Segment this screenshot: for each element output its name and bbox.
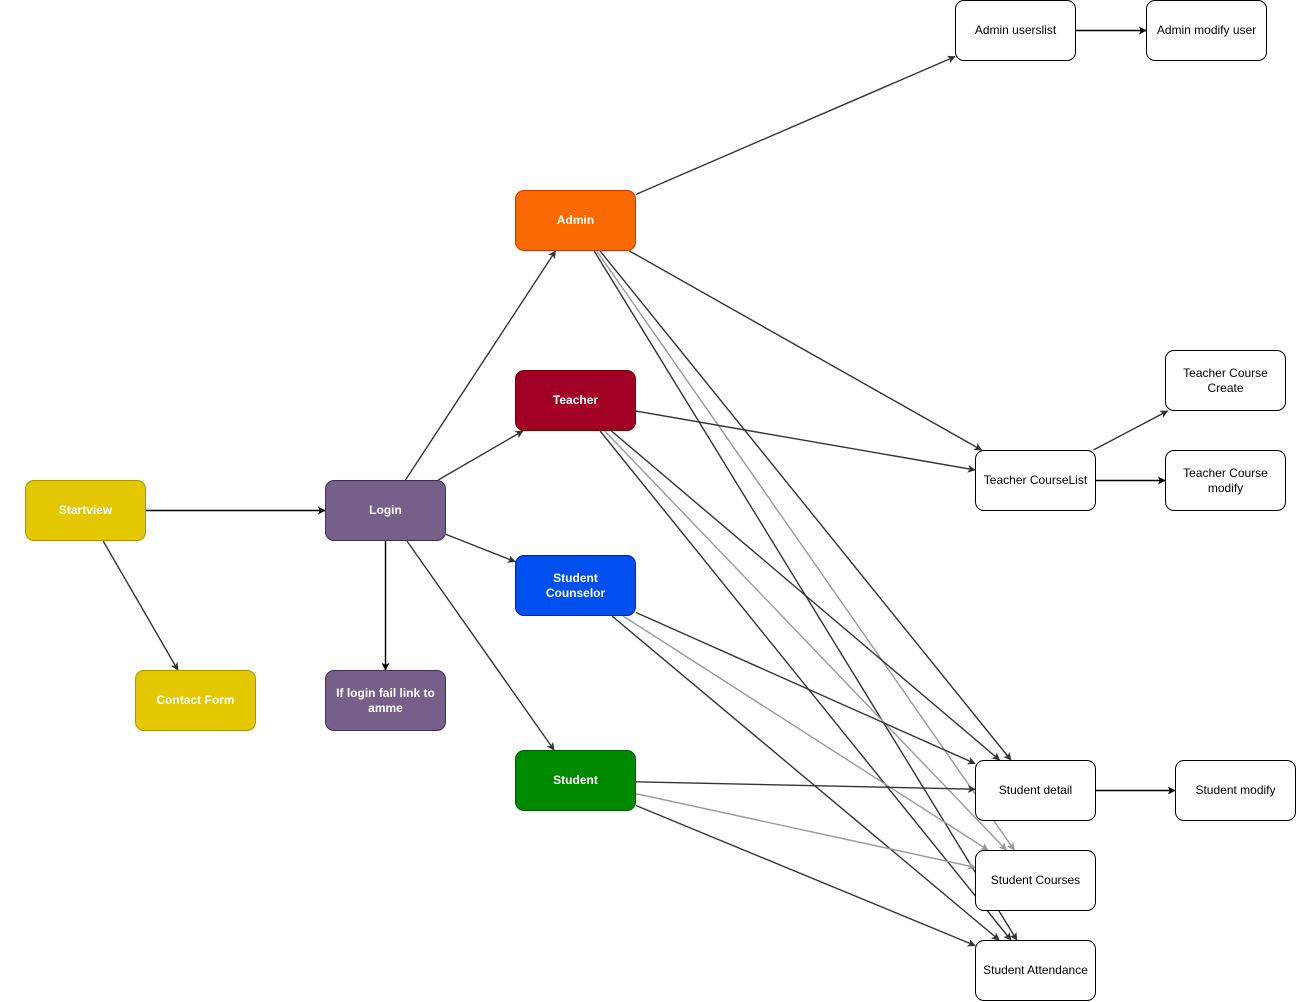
student-counselor-node[interactable]: Student Counselor — [515, 555, 636, 616]
startview-node[interactable]: Startview — [25, 480, 146, 541]
student-courses-node[interactable]: Student Courses — [975, 850, 1096, 911]
edge-login-to-admin — [404, 250, 557, 481]
admin-modify-user-label: Admin modify user — [1156, 23, 1257, 37]
student-attendance-node[interactable]: Student Attendance — [975, 940, 1096, 1001]
student-modify-node[interactable]: Student modify — [1175, 760, 1296, 821]
admin-userslist-label: Admin userslist — [974, 23, 1057, 37]
student-detail-node[interactable]: Student detail — [975, 760, 1096, 821]
student-modify-label: Student modify — [1195, 783, 1276, 797]
edge-admin-to-student-courses — [596, 250, 1015, 851]
teacher-label: Teacher — [552, 393, 599, 407]
edge-student-counselor-to-student-courses — [622, 615, 989, 851]
admin-node[interactable]: Admin — [515, 190, 636, 251]
edge-student-counselor-to-student-attendance — [611, 615, 1000, 941]
admin-label: Admin — [556, 213, 595, 227]
edge-student-to-student-attendance — [635, 804, 976, 947]
teacher-courselist-node[interactable]: Teacher CourseList — [975, 450, 1096, 511]
edge-login-to-student — [406, 540, 555, 751]
edge-teacher-to-teacher-courselist — [635, 410, 976, 473]
edge-startview-to-contact-form — [102, 540, 179, 671]
edge-login-to-student-counselor — [445, 533, 516, 563]
teacher-course-create-label: Teacher Course Create — [1183, 365, 1268, 395]
login-fail-node[interactable]: If login fail link to amme — [325, 670, 446, 731]
edge-teacher-to-student-courses — [604, 430, 1007, 851]
edge-teacher-courselist-to-teacher-course-create — [1093, 410, 1169, 451]
login-node[interactable]: Login — [325, 480, 446, 541]
teacher-course-modify-node[interactable]: Teacher Course modify — [1165, 450, 1286, 511]
contact-form-label: Contact Form — [156, 693, 235, 707]
edge-student-counselor-to-student-detail — [635, 611, 976, 765]
edge-admin-to-admin-userslist — [635, 55, 956, 196]
edge-student-to-student-courses — [635, 792, 976, 870]
startview-label: Startview — [58, 503, 113, 517]
login-label: Login — [369, 503, 402, 517]
admin-userslist-node[interactable]: Admin userslist — [955, 0, 1076, 61]
admin-modify-user-node[interactable]: Admin modify user — [1146, 0, 1267, 61]
contact-form-node[interactable]: Contact Form — [135, 670, 256, 731]
edge-admin-to-student-detail — [599, 250, 1012, 761]
student-detail-label: Student detail — [998, 783, 1073, 797]
edge-admin-to-teacher-courselist — [629, 250, 983, 451]
edge-teacher-to-student-attendance — [599, 430, 1012, 941]
teacher-node[interactable]: Teacher — [515, 370, 636, 431]
teacher-courselist-label: Teacher CourseList — [983, 473, 1088, 487]
teacher-course-create-node[interactable]: Teacher Course Create — [1165, 350, 1286, 411]
edge-student-to-student-detail — [635, 781, 976, 794]
student-label: Student — [553, 773, 598, 787]
teacher-course-modify-label: Teacher Course modify — [1183, 465, 1268, 495]
student-node[interactable]: Student — [515, 750, 636, 811]
student-attendance-label: Student Attendance — [983, 963, 1088, 977]
edge-teacher-to-student-detail — [611, 430, 1001, 761]
student-counselor-label: Student Counselor — [545, 570, 606, 600]
login-fail-label: If login fail link to amme — [336, 685, 435, 715]
student-courses-label: Student Courses — [990, 873, 1081, 887]
edge-login-to-teacher — [437, 430, 524, 481]
